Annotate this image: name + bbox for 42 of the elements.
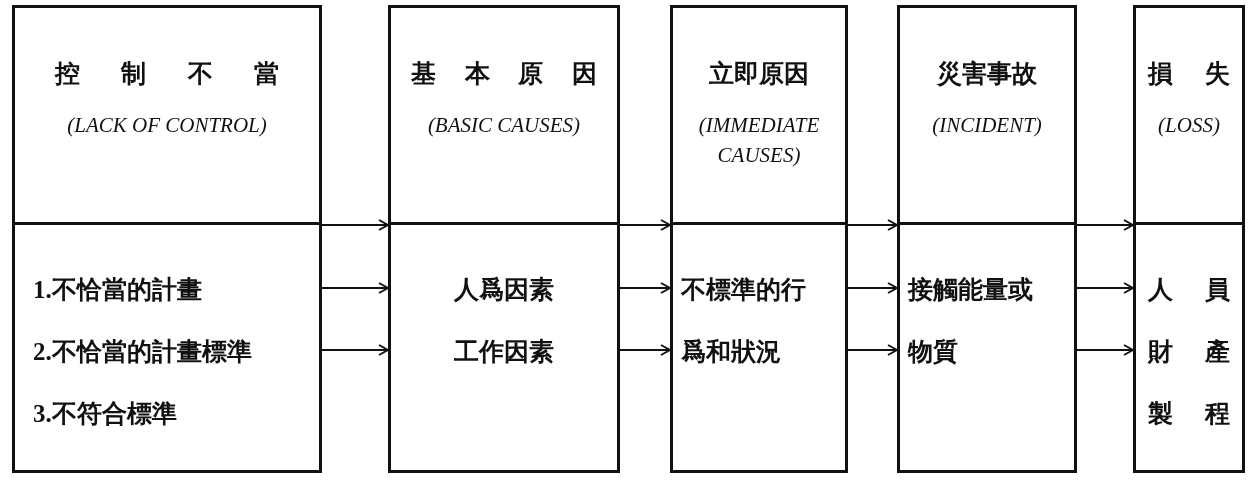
arrow <box>1076 344 1134 356</box>
stage-content-panel <box>1133 225 1245 473</box>
stage-item-text: 2.不恰當的計畫標準 <box>33 337 253 367</box>
arrow <box>1076 282 1134 294</box>
arrow <box>321 219 389 231</box>
english-title: (IMMEDIATE CAUSES) <box>697 112 821 169</box>
arrow <box>321 344 389 356</box>
stage-content-panel <box>388 225 620 473</box>
arrow <box>321 282 389 294</box>
stage-content-panel <box>670 225 848 473</box>
stage-heading-panel <box>12 5 322 225</box>
stage-item-text: 3.不符合標準 <box>33 399 178 429</box>
arrow <box>847 219 898 231</box>
arrow <box>619 282 671 294</box>
stage-item-text: 人爲因素 <box>453 275 555 305</box>
stage-item-text: 人員 <box>1148 275 1230 305</box>
stage-item-text: 1.不恰當的計畫 <box>33 275 203 305</box>
stage-heading-panel <box>897 5 1077 225</box>
stage-heading-panel <box>1133 5 1245 225</box>
arrow <box>847 344 898 356</box>
stage-item-text: 工作因素 <box>453 337 555 367</box>
arrow <box>1076 219 1134 231</box>
stage-title: 立即原因 <box>708 59 810 89</box>
arrow <box>619 344 671 356</box>
stage-title: 控制不當 <box>55 59 279 89</box>
stage-heading-panel <box>670 5 848 225</box>
stage-item-text: 財產 <box>1148 337 1230 367</box>
english-title: (BASIC CAUSES) <box>426 112 582 139</box>
stage-title: 損失 <box>1148 59 1230 89</box>
stage-item-text: 不標準的行爲和狀況 <box>681 275 807 367</box>
stage-title: 基本原因 <box>411 59 597 89</box>
arrow <box>619 219 671 231</box>
stage-title: 災害事故 <box>935 59 1038 89</box>
stage-heading-panel <box>388 5 620 225</box>
english-title: (INCIDENT) <box>931 112 1043 139</box>
english-title: (LOSS) <box>1157 112 1221 139</box>
stage-item-text: 製程 <box>1148 399 1230 429</box>
english-title: (LACK OF CONTROL) <box>66 112 268 139</box>
stage-content-panel <box>897 225 1077 473</box>
stage-content-panel <box>12 225 322 473</box>
arrow <box>847 282 898 294</box>
stage-item-text: 接觸能量或物質 <box>908 275 1034 367</box>
